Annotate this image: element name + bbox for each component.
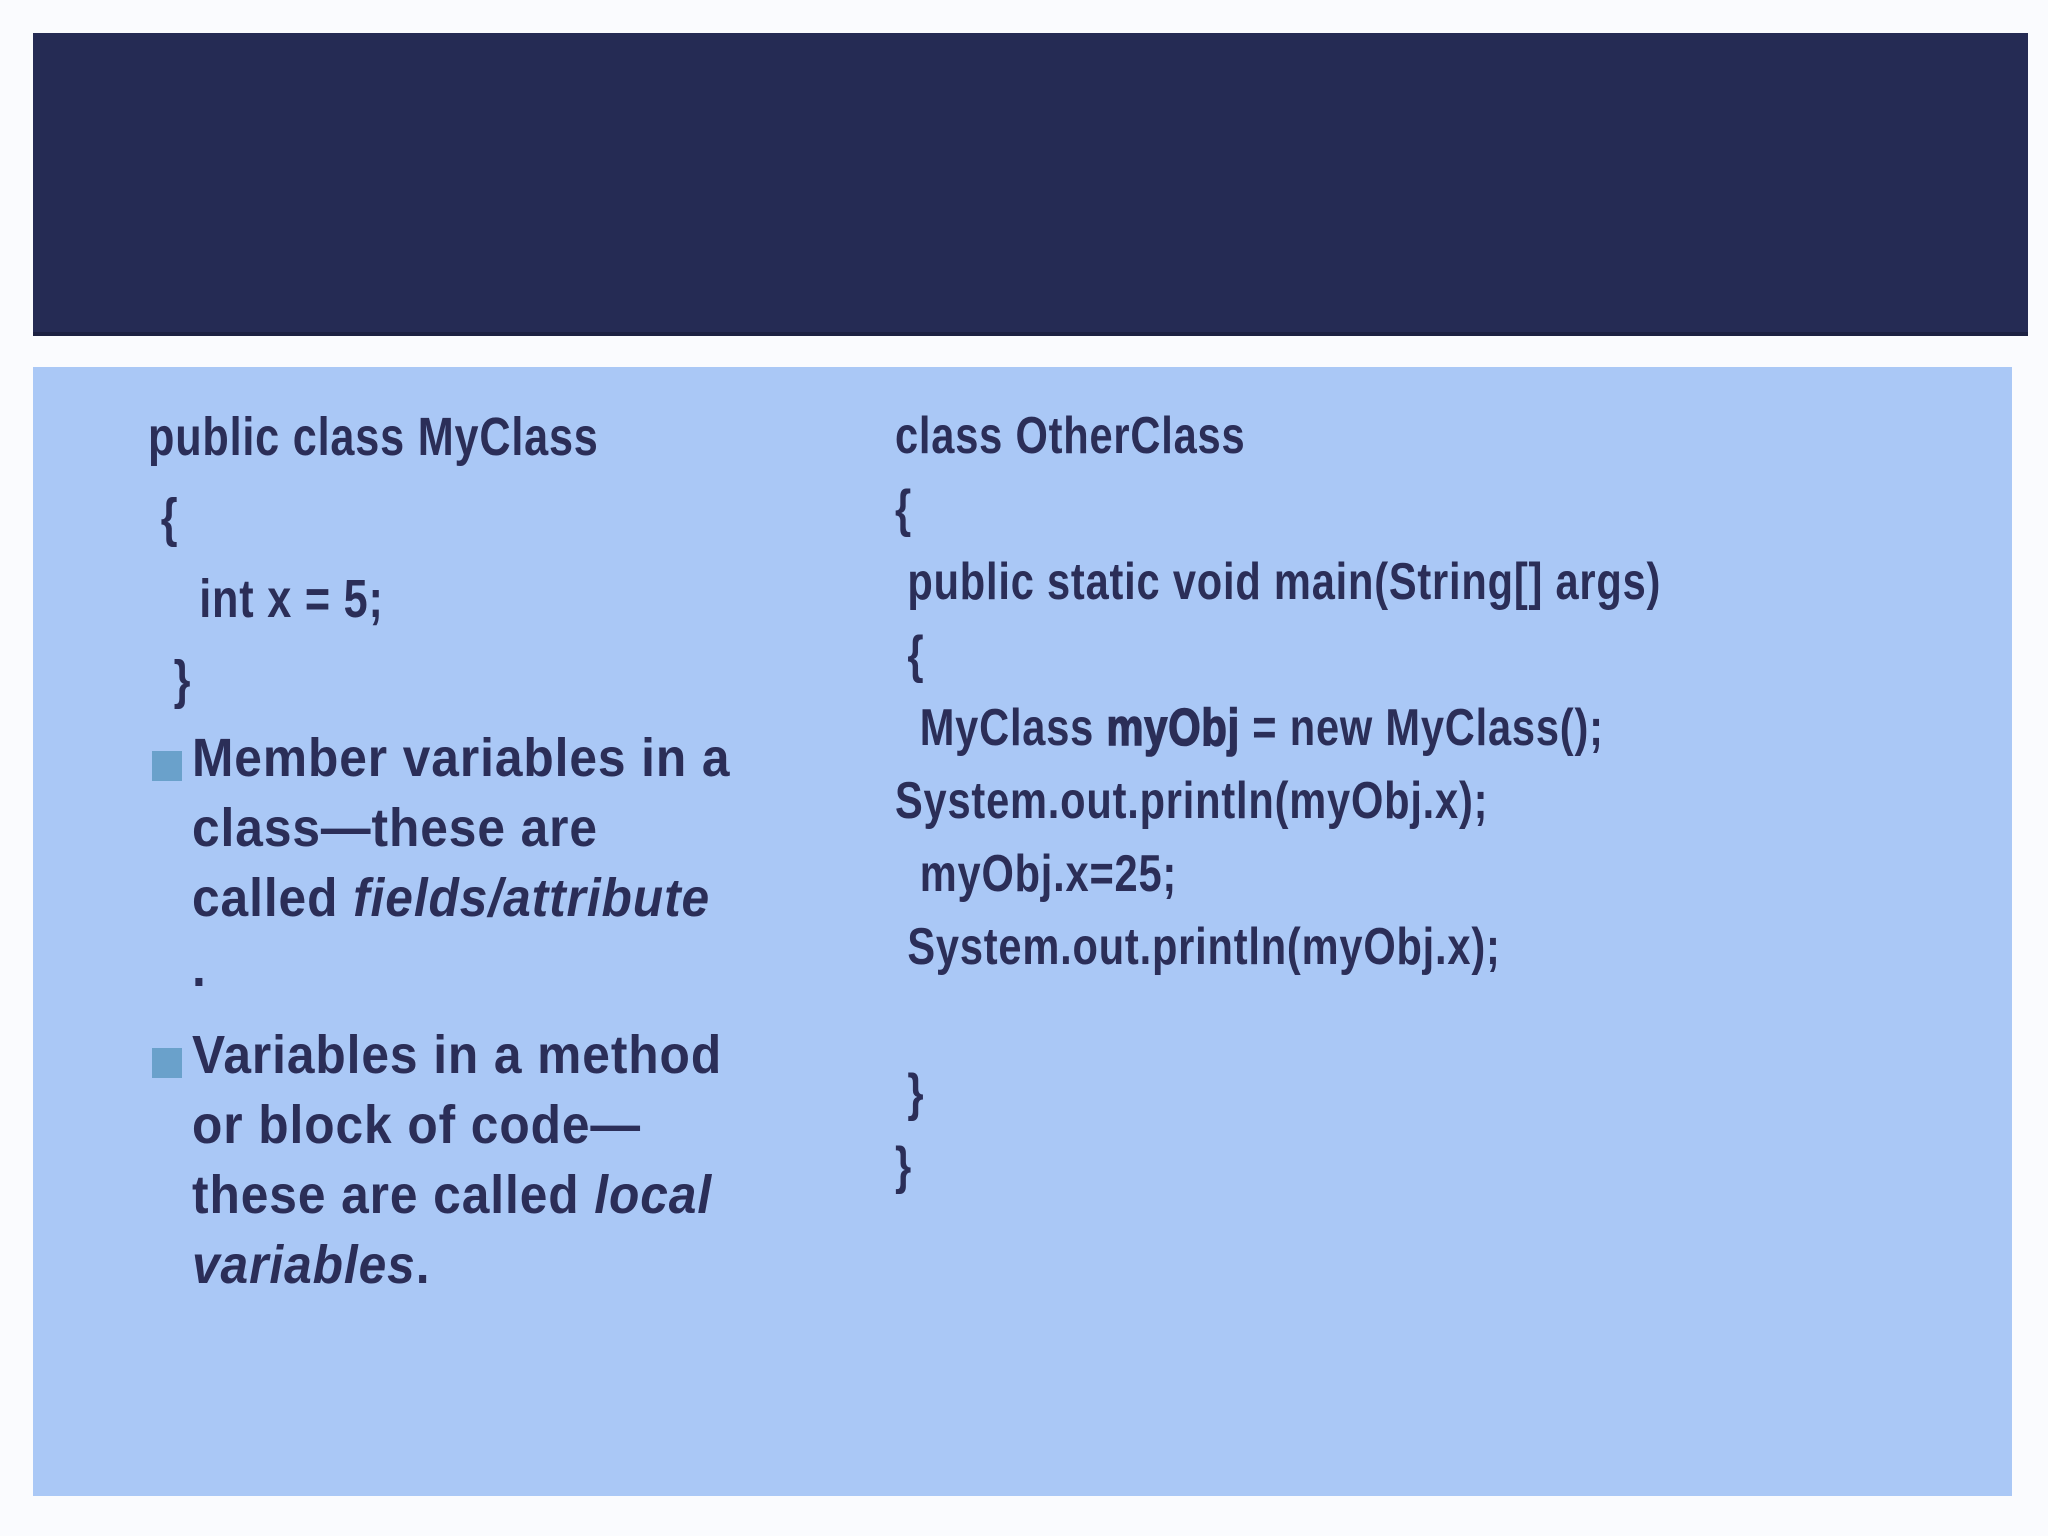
code-line: {	[148, 478, 599, 559]
code-line: class OtherClass	[895, 400, 1661, 473]
content-panel: public class MyClass { int x = 5; } Memb…	[33, 367, 2012, 1496]
text-segment: System.out.println(myObj.x);	[895, 772, 1489, 830]
text-segment: {	[895, 626, 925, 684]
code-line: }	[895, 1130, 1661, 1203]
text-segment: called	[192, 868, 354, 928]
code-line: variables.	[192, 1230, 730, 1300]
text-segment: {	[148, 488, 179, 548]
code-block-myclass: public class MyClass { int x = 5; }	[148, 397, 599, 721]
code-line: public class MyClass	[148, 397, 599, 478]
text-segment: class—these are	[192, 798, 598, 858]
code-line: .	[192, 933, 730, 1003]
text-segment: = new MyClass();	[1239, 699, 1604, 757]
code-line: System.out.println(myObj.x);	[895, 765, 1661, 838]
code-line: MyClass myObj = new MyClass();	[895, 692, 1661, 765]
code-line: class—these are	[192, 793, 730, 863]
text-segment: fields/attribute	[353, 868, 711, 928]
text-segment: public class MyClass	[148, 407, 599, 467]
code-line: }	[148, 640, 599, 721]
text-segment: int x = 5;	[148, 569, 384, 629]
text-segment: MyClass	[895, 699, 1107, 757]
code-line: myObj.x=25;	[895, 838, 1661, 911]
text-segment: }	[895, 1137, 912, 1195]
text-segment	[895, 991, 907, 1049]
text-segment: class OtherClass	[895, 407, 1246, 465]
text-segment: .	[415, 1235, 431, 1295]
text-segment: public static void main(String[] args)	[895, 553, 1662, 611]
code-line: called fields/attribute	[192, 863, 730, 933]
code-line: System.out.println(myObj.x);	[895, 911, 1661, 984]
code-line: {	[895, 619, 1661, 692]
text-segment: myObj	[1106, 698, 1240, 758]
text-segment: myObj.x=25;	[895, 845, 1178, 903]
text-segment: {	[895, 480, 912, 538]
code-line: these are called local	[192, 1160, 730, 1230]
text-segment: System.out.println(myObj.x);	[895, 918, 1501, 976]
text-segment: these are called	[192, 1165, 595, 1225]
code-line: Variables in a method	[192, 1020, 730, 1090]
code-line: public static void main(String[] args)	[895, 546, 1661, 619]
text-segment: Variables in a method	[192, 1025, 723, 1085]
code-line	[895, 984, 1661, 1057]
code-line: or block of code—	[192, 1090, 730, 1160]
title-bar	[33, 33, 2028, 336]
bullet-square-icon	[152, 751, 182, 781]
code-line: int x = 5;	[148, 559, 599, 640]
text-segment: local	[594, 1165, 713, 1225]
text-segment: Member variables in a	[192, 728, 731, 788]
code-line: {	[895, 473, 1661, 546]
text-segment: variables	[192, 1235, 416, 1295]
code-line: }	[895, 1057, 1661, 1130]
code-block-otherclass: class OtherClass { public static void mai…	[895, 400, 1661, 1203]
text-segment: }	[148, 650, 192, 710]
text-segment: }	[895, 1064, 925, 1122]
text-segment: .	[192, 938, 207, 998]
text-segment: or block of code—	[192, 1095, 642, 1155]
code-line: Member variables in a	[192, 723, 730, 793]
bullet-square-icon	[152, 1048, 182, 1078]
